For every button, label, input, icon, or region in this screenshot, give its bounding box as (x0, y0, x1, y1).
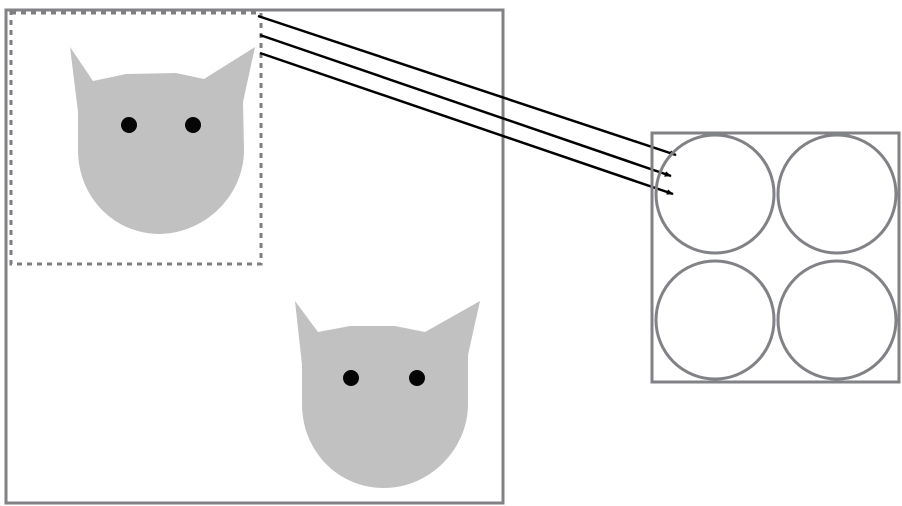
grid-cell-bottom-left (654, 259, 776, 381)
grid-frame (650, 131, 901, 384)
cat-face (70, 47, 255, 234)
cat-right-eye (409, 370, 425, 386)
mapping-arrow (257, 14, 677, 157)
cat-left-eye (121, 117, 137, 133)
cat-right-eye (185, 117, 201, 133)
cat-left-eye (343, 370, 359, 386)
mapping-arrow (259, 33, 672, 178)
highlighted-crop-region (9, 11, 263, 266)
source-image-frame (4, 8, 505, 505)
cat-icon (70, 47, 255, 234)
cat-face (295, 301, 480, 488)
mapping-arrow (259, 51, 674, 196)
grid-cell-top-right (776, 133, 898, 255)
cat-icon (295, 301, 480, 488)
mapping-arrows (257, 14, 677, 196)
grid-cell-bottom-right (776, 259, 898, 381)
grid-cell-top-left (654, 133, 776, 255)
